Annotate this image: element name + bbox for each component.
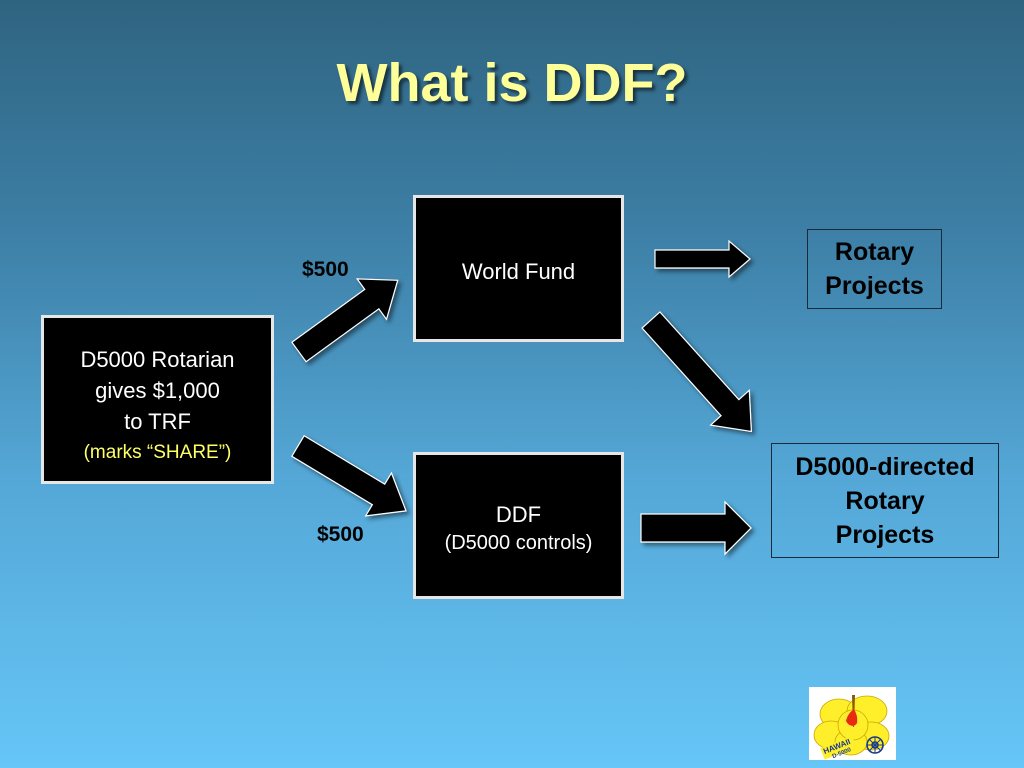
rotarian-box: D5000 Rotarian gives $1,000 to TRF (mark… xyxy=(41,315,274,484)
rotarian-line3: to TRF xyxy=(124,409,191,434)
arrow-to-rotary-projects xyxy=(654,239,751,279)
rotary-projects-line2: Projects xyxy=(825,272,924,300)
directed-projects-line1: D5000-directed xyxy=(795,453,975,481)
arrow-ddf-to-directed xyxy=(640,500,752,556)
hawaii-d5000-logo-icon: HAWAII D-5000 xyxy=(809,687,896,760)
ddf-label: DDF xyxy=(495,502,542,527)
ddf-sublabel: (D5000 controls) xyxy=(444,532,593,554)
ddf-box: DDF (D5000 controls) xyxy=(413,452,624,599)
rotary-projects-line1: Rotary xyxy=(834,238,915,266)
amount-bottom-label: $500 xyxy=(317,523,364,546)
directed-projects-line2: Rotary xyxy=(845,487,925,515)
slide-title: What is DDF? xyxy=(336,53,688,113)
arrow-to-world-fund xyxy=(291,278,399,363)
directed-projects-line3: Projects xyxy=(835,521,935,549)
rotarian-note: (marks “SHARE”) xyxy=(83,442,232,463)
world-fund-label: World Fund xyxy=(461,259,576,284)
rotarian-line1: D5000 Rotarian xyxy=(80,347,235,372)
rotarian-line2: gives $1,000 xyxy=(95,378,220,403)
amount-top-label: $500 xyxy=(302,258,349,281)
directed-projects-box: D5000-directed Rotary Projects xyxy=(771,443,999,558)
world-fund-box: World Fund xyxy=(413,195,624,342)
arrow-world-fund-to-directed xyxy=(641,311,753,433)
arrow-to-ddf xyxy=(290,434,407,517)
rotary-projects-box: Rotary Projects xyxy=(807,229,942,309)
